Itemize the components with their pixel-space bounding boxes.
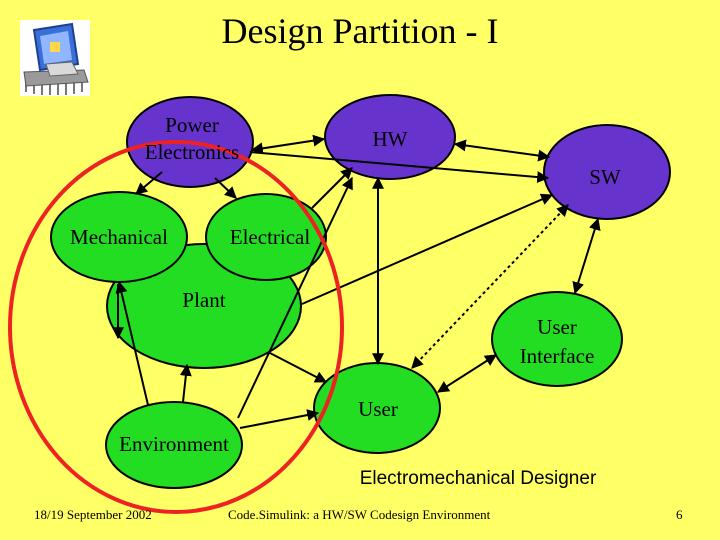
annotation-electromechanical-designer: Electromechanical Designer xyxy=(360,468,597,489)
footer-date: 18/19 September 2002 xyxy=(34,507,152,522)
edge-environment-mechanical xyxy=(115,280,149,406)
label-power-electronics-line2: Electronics xyxy=(145,140,239,164)
label-user-interface-line1: User xyxy=(537,315,577,339)
edge-power-mechanical xyxy=(135,171,163,195)
edge-plant-user xyxy=(267,351,328,383)
label-user: User xyxy=(358,397,398,421)
edge-power-hw xyxy=(250,134,326,155)
edge-environment-plant xyxy=(179,363,192,403)
edge-environment-user xyxy=(239,409,320,429)
label-hw: HW xyxy=(373,127,408,151)
page-title: Design Partition - I xyxy=(221,11,499,51)
designer-scope-circle xyxy=(8,140,344,514)
label-environment: Environment xyxy=(119,432,229,456)
edge-power-sw xyxy=(249,151,550,184)
edge-hw-sw xyxy=(453,139,551,162)
label-power-electronics-line1: Power xyxy=(165,113,219,137)
edge-electrical-hw xyxy=(311,167,353,209)
label-electrical: Electrical xyxy=(230,225,311,249)
label-user-interface-line2: Interface xyxy=(520,344,595,368)
label-plant: Plant xyxy=(182,288,225,312)
node-environment xyxy=(105,401,243,489)
chip-with-computer-icon xyxy=(20,20,90,96)
label-sw: SW xyxy=(589,165,621,189)
node-user-interface xyxy=(491,291,623,387)
edge-sw-user-dotted xyxy=(411,204,569,369)
footer-center: Code.Simulink: a HW/SW Codesign Environm… xyxy=(228,507,491,522)
label-mechanical: Mechanical xyxy=(70,225,168,249)
edge-user-interface-user xyxy=(436,354,498,393)
node-electrical xyxy=(205,193,327,281)
footer-page-number: 6 xyxy=(676,507,683,522)
edge-power-electrical xyxy=(214,177,237,199)
edge-environment-hw xyxy=(237,176,353,419)
edge-sw-user-interface xyxy=(572,217,601,295)
